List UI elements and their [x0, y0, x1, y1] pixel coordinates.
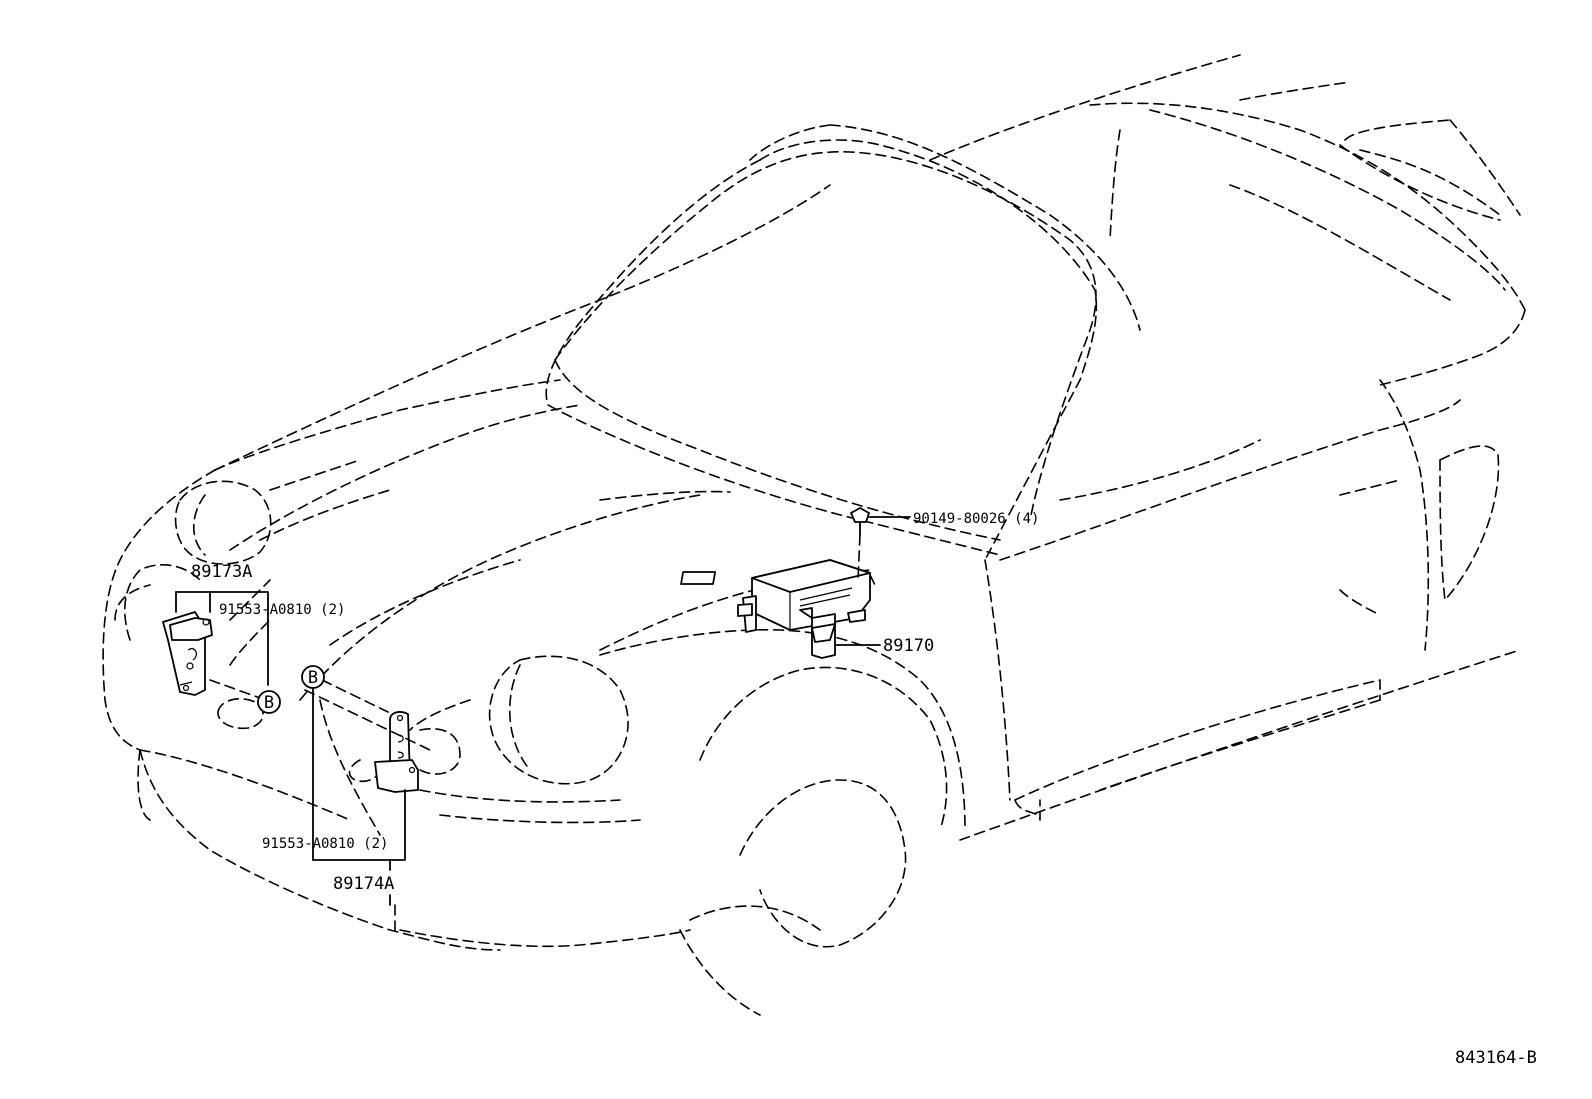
label-sensor-front-left: 89173A — [191, 562, 252, 582]
ecu-screw-part — [850, 507, 870, 581]
figure-code: 843164-B — [1455, 1048, 1537, 1068]
svg-text:B: B — [308, 668, 318, 688]
marker-b-left: B — [257, 690, 281, 714]
svg-text:B: B — [264, 693, 274, 713]
label-bolt-front-center: 91553-A0810 (2) — [262, 836, 388, 852]
label-ecu: 89170 — [883, 636, 934, 656]
front-center-bracket-part — [374, 711, 419, 793]
label-ecu-screw: 90149-80026 (4) — [913, 511, 1039, 527]
marker-b-center: B — [301, 665, 325, 689]
ecu-part — [680, 559, 871, 659]
label-bolt-front-left: 91553-A0810 (2) — [219, 602, 345, 618]
callout-leaders — [175, 516, 911, 906]
car-body-outline — [102, 54, 1526, 1016]
label-bracket-front-center: 89174A — [333, 874, 394, 894]
front-left-sensor-part — [162, 611, 213, 696]
